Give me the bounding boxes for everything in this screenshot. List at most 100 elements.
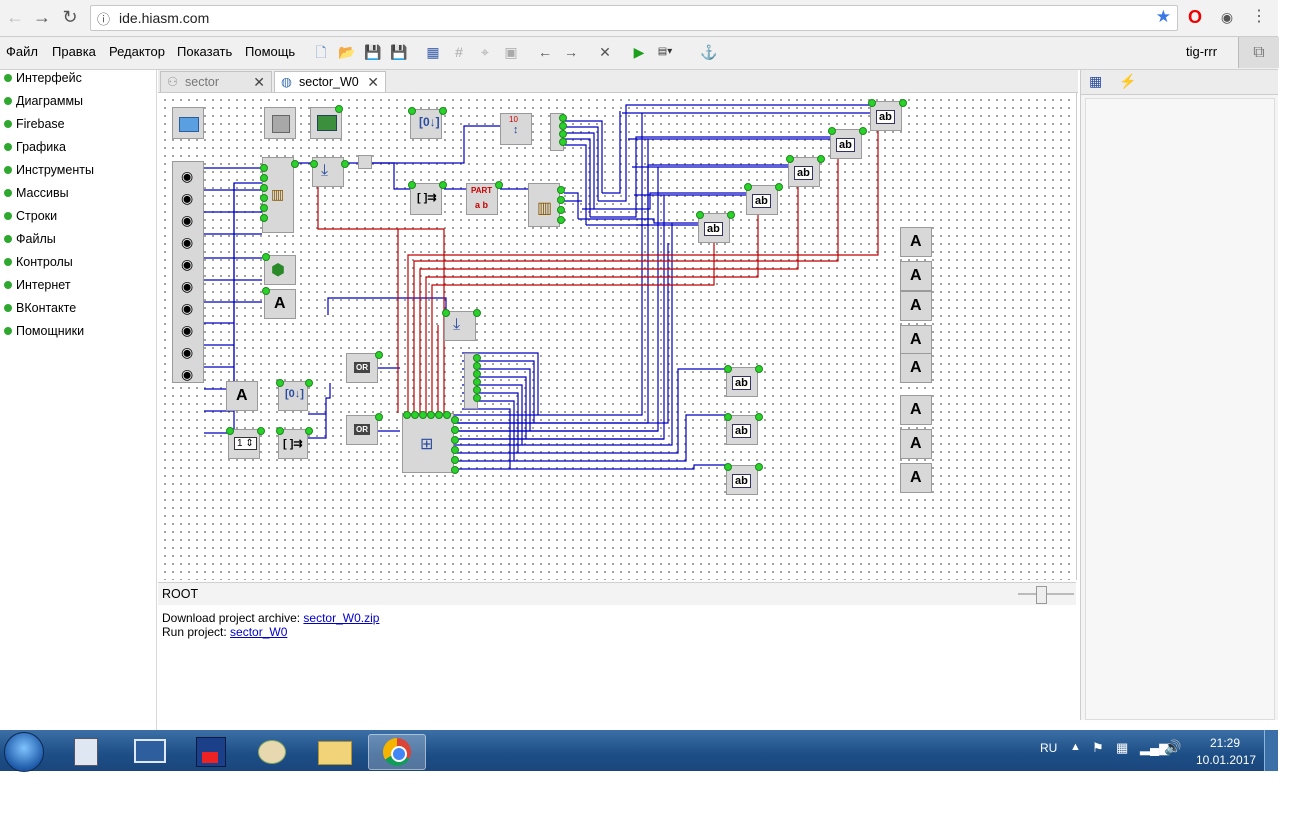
pin[interactable] bbox=[557, 186, 565, 194]
menu-view[interactable]: Показать bbox=[177, 44, 233, 59]
pin[interactable] bbox=[559, 130, 567, 138]
floppy-icon[interactable] bbox=[186, 734, 234, 768]
pin[interactable] bbox=[262, 287, 270, 295]
calculator-icon[interactable] bbox=[62, 734, 110, 768]
pin[interactable] bbox=[260, 204, 268, 212]
pin[interactable] bbox=[451, 446, 459, 454]
pin[interactable] bbox=[557, 196, 565, 204]
array-block[interactable]: [ ]⇉ bbox=[408, 181, 447, 215]
counter-block[interactable]: [0↓] bbox=[408, 107, 447, 139]
pin[interactable] bbox=[451, 426, 459, 434]
pin[interactable] bbox=[724, 413, 732, 421]
tree-block[interactable]: ⊞ bbox=[402, 411, 459, 474]
pin[interactable] bbox=[435, 411, 443, 419]
form-block[interactable] bbox=[172, 107, 204, 139]
pin[interactable] bbox=[276, 379, 284, 387]
redo-icon[interactable]: → bbox=[564, 44, 578, 60]
language-indicator[interactable]: RU bbox=[1040, 741, 1058, 755]
info-icon[interactable]: ⓘ bbox=[97, 12, 111, 27]
download-link[interactable]: sector_W0.zip bbox=[303, 611, 380, 625]
sidebar-item-internet[interactable]: Интернет bbox=[4, 278, 71, 292]
new-file-icon[interactable]: 🗋 bbox=[315, 44, 327, 60]
user-profile-icon[interactable]: ⧉ bbox=[1238, 37, 1279, 68]
tray-arrow-icon[interactable]: ▲ bbox=[1070, 741, 1081, 753]
pin[interactable] bbox=[473, 370, 481, 378]
location-icon[interactable]: ◉ bbox=[1220, 9, 1234, 25]
pin[interactable] bbox=[260, 164, 268, 172]
label-block[interactable]: A bbox=[262, 287, 296, 319]
bookmark-star-icon[interactable]: ★ bbox=[1155, 7, 1171, 26]
pin[interactable] bbox=[744, 183, 752, 191]
pin[interactable] bbox=[439, 107, 447, 115]
math-block[interactable]: 10 ↕ bbox=[500, 113, 532, 145]
sidebar-item-strings[interactable]: Строки bbox=[4, 209, 57, 223]
radio-list-block[interactable]: ◉ ◉ ◉ ◉ ◉ ◉ ◉ ◉ ◉ ◉ bbox=[172, 161, 204, 383]
pin[interactable] bbox=[755, 463, 763, 471]
label-block[interactable]: A bbox=[900, 353, 932, 383]
menu-edit[interactable]: Правка bbox=[52, 44, 96, 59]
menu-file[interactable]: Файл bbox=[6, 44, 38, 59]
edit-block[interactable]: ab bbox=[744, 183, 783, 215]
download-block[interactable]: ⤓ bbox=[310, 157, 349, 187]
pin[interactable] bbox=[260, 184, 268, 192]
edit-block[interactable]: ab bbox=[724, 413, 763, 445]
pin[interactable] bbox=[828, 127, 836, 135]
edit-block[interactable]: ab bbox=[724, 463, 763, 495]
pin[interactable] bbox=[305, 427, 313, 435]
edit-block[interactable]: ab bbox=[828, 127, 867, 159]
debug-icon[interactable]: ⚓ bbox=[700, 44, 718, 60]
sidebar-item-controls[interactable]: Контролы bbox=[4, 255, 73, 269]
clock-date[interactable]: 10.01.2017 bbox=[1196, 753, 1257, 767]
pin[interactable] bbox=[335, 105, 343, 113]
center-icon[interactable]: ⌖ bbox=[481, 44, 489, 60]
open-folder-icon[interactable]: 📂 bbox=[338, 44, 356, 60]
pin[interactable] bbox=[262, 253, 270, 261]
edit-block[interactable]: ab bbox=[786, 155, 825, 187]
pin[interactable] bbox=[473, 309, 481, 317]
properties-icon[interactable]: ▦ bbox=[1089, 73, 1103, 89]
save-icon[interactable]: 💾 bbox=[364, 44, 382, 60]
close-icon[interactable]: ✕ bbox=[367, 74, 379, 90]
tab-sector-w0[interactable]: ◍ sector_W0 ✕ bbox=[274, 71, 386, 92]
pin[interactable] bbox=[408, 107, 416, 115]
pin[interactable] bbox=[341, 160, 349, 168]
pin[interactable] bbox=[408, 181, 416, 189]
spinner-block[interactable]: 1 ⇕ bbox=[226, 427, 265, 459]
pin[interactable] bbox=[291, 160, 299, 168]
pin[interactable] bbox=[817, 155, 825, 163]
label-block[interactable]: A bbox=[900, 325, 932, 355]
sidebar-item-vkontakte[interactable]: ВКонтакте bbox=[4, 301, 76, 315]
pin[interactable] bbox=[260, 194, 268, 202]
run-icon[interactable]: ▶ bbox=[633, 44, 645, 60]
panel-block[interactable] bbox=[264, 107, 296, 139]
sidebar-item-diagrams[interactable]: Диаграммы bbox=[4, 94, 83, 108]
grid-icon[interactable]: # bbox=[455, 44, 463, 60]
label-block[interactable]: A bbox=[900, 261, 932, 291]
pin[interactable] bbox=[305, 379, 313, 387]
download-block[interactable]: ⤓ bbox=[442, 309, 481, 341]
close-icon[interactable]: ✕ bbox=[253, 74, 265, 90]
pin[interactable] bbox=[419, 411, 427, 419]
pin[interactable] bbox=[557, 206, 565, 214]
sidebar-item-firebase[interactable]: Firebase bbox=[4, 117, 65, 131]
chrome-menu-icon[interactable]: ⋮ bbox=[1251, 8, 1267, 25]
pin[interactable] bbox=[473, 354, 481, 362]
pin[interactable] bbox=[403, 411, 411, 419]
pin[interactable] bbox=[473, 378, 481, 386]
pin[interactable] bbox=[276, 427, 284, 435]
edit-block[interactable]: ab bbox=[724, 365, 763, 397]
or-block[interactable]: OR bbox=[346, 413, 383, 445]
pin[interactable] bbox=[696, 211, 704, 219]
clock-time[interactable]: 21:29 bbox=[1210, 736, 1241, 750]
pin[interactable] bbox=[411, 411, 419, 419]
folder-icon[interactable] bbox=[310, 734, 358, 768]
zoom-slider-handle[interactable] bbox=[1036, 586, 1047, 604]
edit-block[interactable]: ab bbox=[696, 211, 735, 243]
pin[interactable] bbox=[727, 211, 735, 219]
opera-icon[interactable]: O bbox=[1187, 7, 1202, 27]
pin[interactable] bbox=[786, 155, 794, 163]
pin[interactable] bbox=[260, 214, 268, 222]
array-block[interactable]: [ ]⇉ bbox=[276, 427, 313, 459]
menu-help[interactable]: Помощь bbox=[245, 44, 296, 59]
pin[interactable] bbox=[443, 411, 451, 419]
